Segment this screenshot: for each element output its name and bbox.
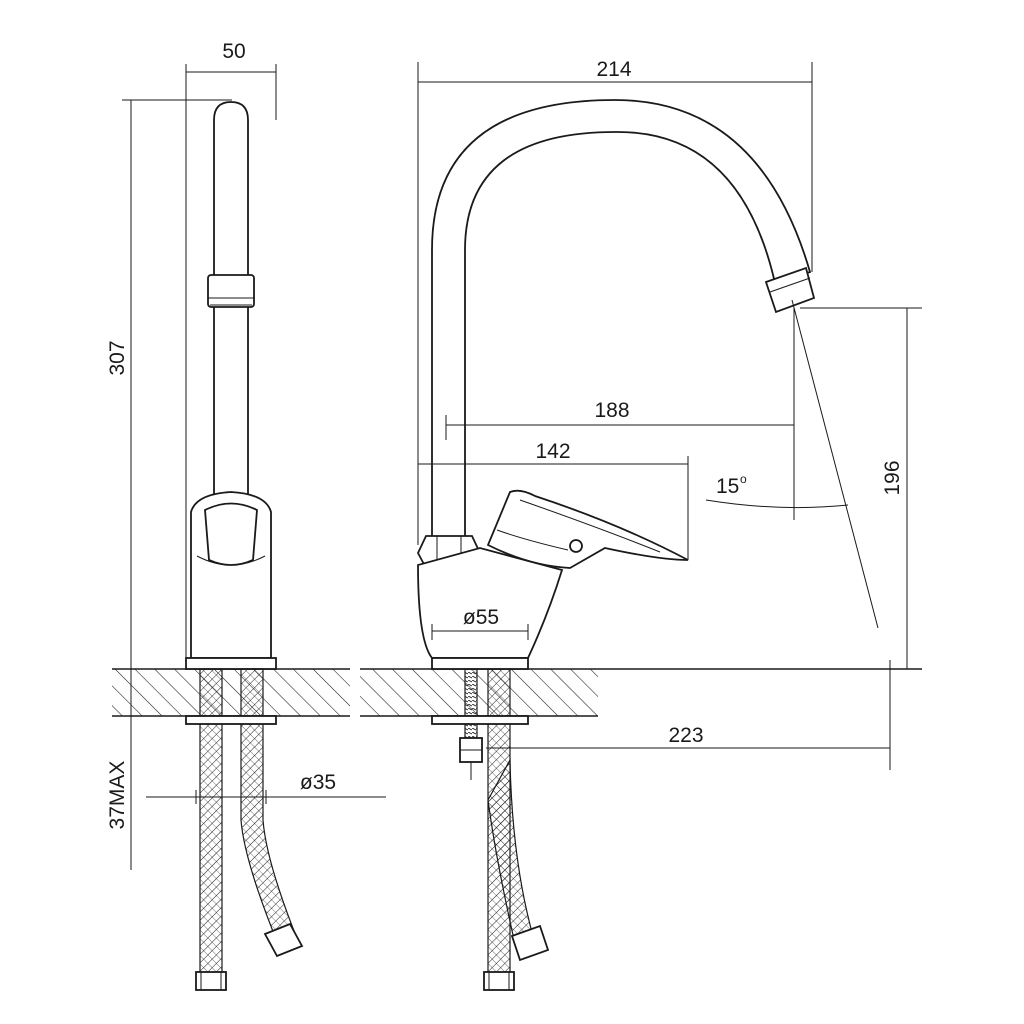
- width-front-label: 214: [596, 58, 631, 81]
- dimension-width-front: 214: [417, 58, 813, 545]
- height-total-label: 307: [106, 340, 129, 375]
- dimension-spout-reach: 188: [445, 308, 795, 520]
- swivel-reach-label: 223: [668, 724, 703, 747]
- dimension-base-diameter: ø55: [431, 606, 529, 640]
- countertop-max-label: 37MAX: [106, 761, 129, 830]
- angle-unit-label: o: [740, 472, 747, 486]
- dimension-swivel-reach: 223: [486, 660, 891, 770]
- countertop: [112, 668, 922, 717]
- faucet-side-view: [185, 101, 304, 991]
- dimension-lever-reach: 142: [418, 440, 689, 560]
- lever-reach-label: 142: [535, 440, 570, 463]
- dimension-hose-diameter: ø35: [146, 771, 386, 804]
- spout-height-label: 196: [881, 460, 904, 495]
- hose-diameter-label: ø35: [300, 771, 336, 794]
- base-diameter-label: ø55: [463, 606, 499, 629]
- dimension-countertop-max: 37MAX: [106, 669, 132, 870]
- width-side-label: 50: [222, 40, 245, 63]
- faucet-front-view: [416, 99, 879, 991]
- spout-reach-label: 188: [594, 399, 629, 422]
- dimension-width-side: 50: [185, 40, 277, 660]
- dimension-spout-height: 196: [800, 307, 922, 669]
- dimension-height-total: 307: [106, 99, 232, 670]
- angle-label: 15: [716, 475, 739, 498]
- dimension-angle: 15 o: [705, 472, 849, 509]
